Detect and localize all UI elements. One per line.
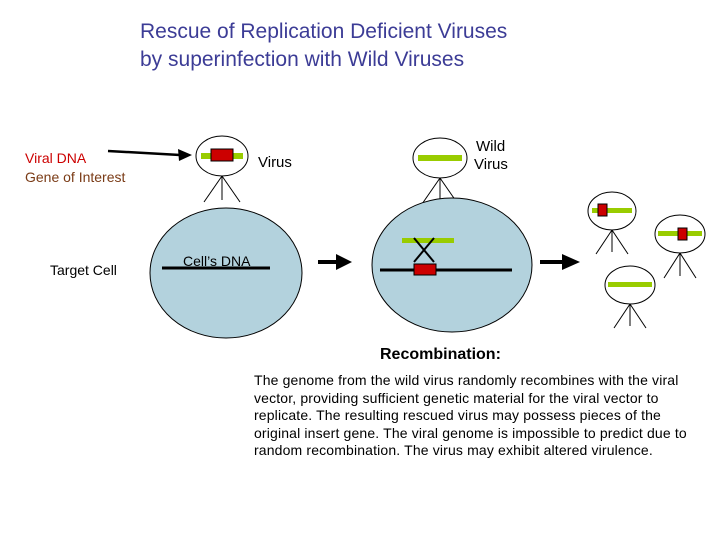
viral-dna-label: Viral DNA	[25, 150, 87, 166]
target-cell	[149, 207, 303, 339]
gene-of-interest-label: Gene of Interest	[25, 169, 126, 185]
wild-virus	[412, 137, 468, 205]
coinfected-cell	[371, 197, 533, 333]
deficient-virus	[195, 135, 249, 203]
rescued-virus-a	[587, 191, 637, 255]
cells-dna-label: Cell’s DNA	[183, 253, 251, 269]
slide-title: Rescue of Replication Deficient Viruses …	[140, 18, 507, 74]
title-line-1: Rescue of Replication Deficient Viruses	[140, 20, 508, 43]
rescued-virus-b	[654, 214, 706, 279]
rescued-virus-c	[604, 265, 656, 329]
recombination-description: The genome from the wild virus randomly …	[254, 372, 687, 458]
process-arrow-2	[540, 254, 580, 270]
process-arrow-1	[318, 254, 352, 270]
viral-dna-arrow	[107, 149, 192, 161]
target-cell-label: Target Cell	[50, 262, 117, 278]
virus-label: Virus	[258, 154, 292, 171]
wild-virus-label-line-1: Wild	[476, 138, 506, 155]
wild-virus-label-line-2: Virus	[474, 156, 508, 173]
recombination-heading: Recombination:	[380, 346, 501, 363]
title-line-2: by superinfection with Wild Viruses	[140, 48, 465, 71]
